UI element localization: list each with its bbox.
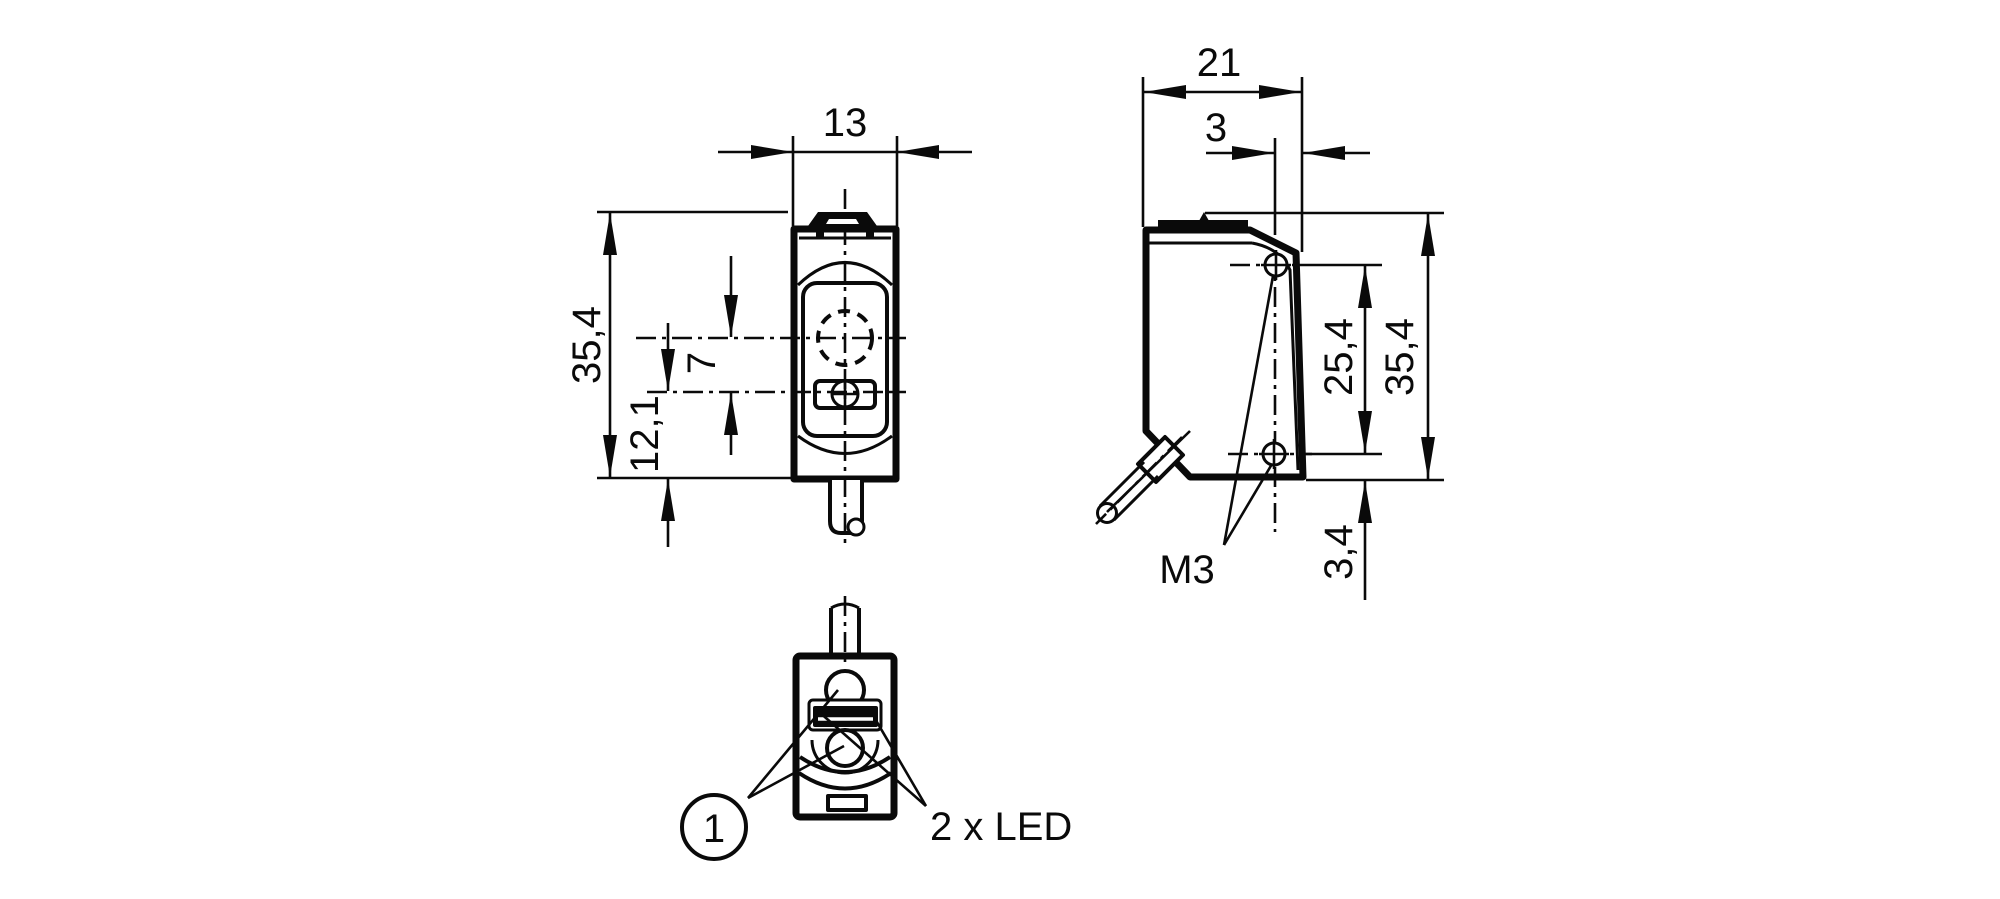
bottom-dome-arc-lower: [797, 771, 893, 791]
bottom-detail-tab: [826, 794, 868, 812]
arrowhead: [603, 213, 617, 255]
arrowhead: [661, 349, 675, 391]
arrowhead: [1421, 437, 1435, 479]
arrowhead: [1421, 214, 1435, 256]
side-view: 21 3 25,4 35,4: [1095, 41, 1444, 600]
side-dim-depth: 21: [1141, 41, 1304, 252]
front-view: 13 35,4 7 12,1: [565, 101, 972, 549]
side-body-outline: [1142, 226, 1307, 481]
arrowhead: [1358, 481, 1372, 523]
front-dim-pot-to-bottom: 12,1: [623, 323, 675, 547]
dim-label-hole-to-bottom: 3,4: [1317, 524, 1361, 580]
bottom-body: [792, 596, 898, 821]
leader-line: [817, 710, 927, 807]
leader-line: [1222, 463, 1274, 546]
side-dim-hole-axis-to-rear: 3: [1205, 106, 1370, 160]
balloon-circle: [680, 793, 748, 861]
arrowhead: [1358, 266, 1372, 308]
arrowhead: [1259, 85, 1301, 99]
front-dim-lens-to-pot: 7: [680, 256, 738, 455]
dim-label-width: 13: [823, 101, 868, 145]
arrowhead: [1144, 85, 1186, 99]
dim-label-lens-to-pot: 7: [680, 352, 724, 374]
led-callout: 2 x LED: [817, 710, 1072, 849]
thread-label: M3: [1159, 548, 1215, 592]
thread-callout: M3: [1159, 275, 1275, 592]
top-cap-slot: [826, 219, 859, 224]
arrowhead: [1303, 146, 1345, 160]
leader-line: [747, 689, 839, 799]
arrowhead: [751, 145, 793, 159]
leader-line: [747, 744, 845, 800]
arrowhead: [1358, 411, 1372, 453]
cable-edge: [1098, 460, 1146, 508]
dim-label-height: 35,4: [565, 306, 609, 384]
bottom-body-outline: [792, 652, 898, 821]
side-body: [1095, 212, 1307, 525]
arrowhead: [1232, 146, 1274, 160]
mounting-holes: [1228, 138, 1312, 532]
balloon-callout: 1: [680, 689, 845, 861]
dim-label-hole-axis-to-rear: 3: [1205, 106, 1227, 150]
side-dim-hole-to-bottom: 3,4: [1317, 481, 1372, 600]
side-dim-height: 35,4: [1205, 211, 1444, 482]
arrowhead: [603, 435, 617, 477]
balloon-label: 1: [703, 807, 725, 851]
top-notch-left: [816, 229, 824, 238]
arrowhead: [724, 393, 738, 435]
front-dim-width: 13: [718, 101, 972, 226]
side-dim-hole-spacing: 25,4: [1288, 263, 1382, 456]
cable-axis-centerline: [1095, 436, 1183, 525]
arrowhead: [897, 145, 939, 159]
dim-label-pot-to-bottom: 12,1: [623, 395, 667, 473]
top-notch-right: [866, 229, 874, 238]
dim-label-depth: 21: [1197, 41, 1242, 85]
adjuster-circle: [825, 728, 865, 768]
front-dim-height: 35,4: [565, 210, 794, 480]
cable-tip: [846, 517, 866, 537]
dim-label-hole-spacing: 25,4: [1317, 318, 1361, 396]
bottom-view: 1 2 x LED: [680, 596, 1072, 861]
side-top-peak: [1195, 212, 1213, 228]
led-label: 2 x LED: [930, 805, 1072, 849]
leader-line: [872, 716, 928, 807]
cable-edge: [1112, 474, 1160, 522]
bottom-dome-arc-upper: [798, 755, 892, 774]
leader-line: [1222, 275, 1275, 546]
arrowhead: [661, 479, 675, 521]
dim-label-side-height: 35,4: [1378, 318, 1422, 396]
arrowhead: [724, 295, 738, 337]
